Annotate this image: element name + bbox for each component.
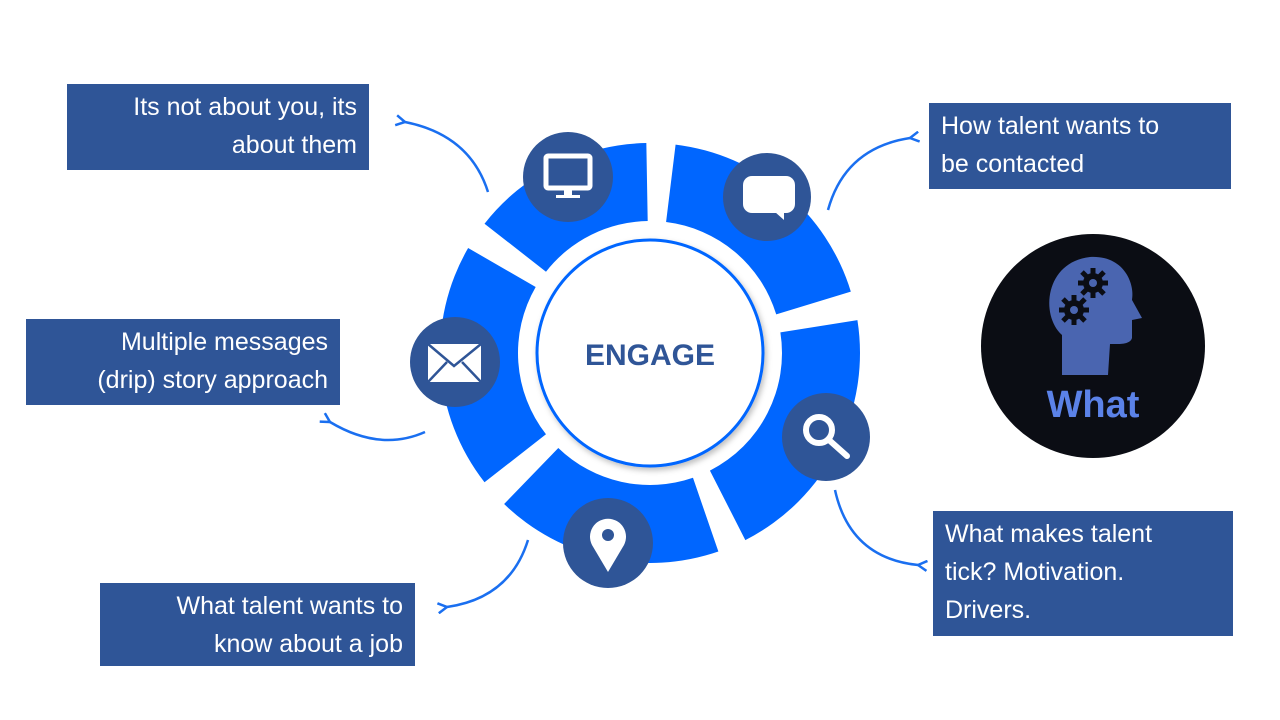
arrow-3 (330, 422, 426, 442)
callout-line: about them (231, 131, 357, 159)
callout-line: Its not about you, its (133, 93, 357, 121)
what-badge: What (981, 234, 1205, 458)
callout-box-3: Multiple messages (drip) story approach (26, 319, 340, 405)
arrow-4 (447, 539, 530, 607)
arrow-5 (833, 489, 918, 565)
badge-label: What (1047, 384, 1140, 426)
head-gears-icon (1049, 256, 1142, 375)
magnifier-icon (782, 393, 870, 481)
callout-box-2: How talent wants to be contacted (929, 103, 1231, 189)
callout-line: be contacted (941, 150, 1085, 178)
envelope-icon (410, 317, 500, 407)
callout-line: What makes talent (945, 520, 1153, 548)
callout-line: What talent wants to (176, 592, 403, 620)
callout-line: (drip) story approach (97, 366, 328, 394)
callout-box-4: What talent wants to know about a job (100, 583, 415, 666)
location-pin-icon (563, 498, 653, 588)
monitor-icon (523, 132, 613, 222)
callout-line: How talent wants to (941, 112, 1160, 140)
arrow-1 (405, 122, 490, 193)
callout-box-1: Its not about you, its about them (67, 84, 369, 170)
chat-bubble-icon (723, 153, 811, 241)
callout-line: Drivers. (945, 596, 1032, 624)
callout-box-5: What makes talent tick? Motivation. Driv… (933, 511, 1233, 636)
callout-line: know about a job (213, 630, 403, 658)
center-circle (535, 238, 765, 468)
callout-line: Multiple messages (120, 328, 328, 356)
center-label: ENGAGE (585, 339, 715, 372)
arrows (330, 122, 918, 607)
arrow-2 (826, 138, 910, 211)
callout-line: tick? Motivation. (945, 558, 1125, 586)
